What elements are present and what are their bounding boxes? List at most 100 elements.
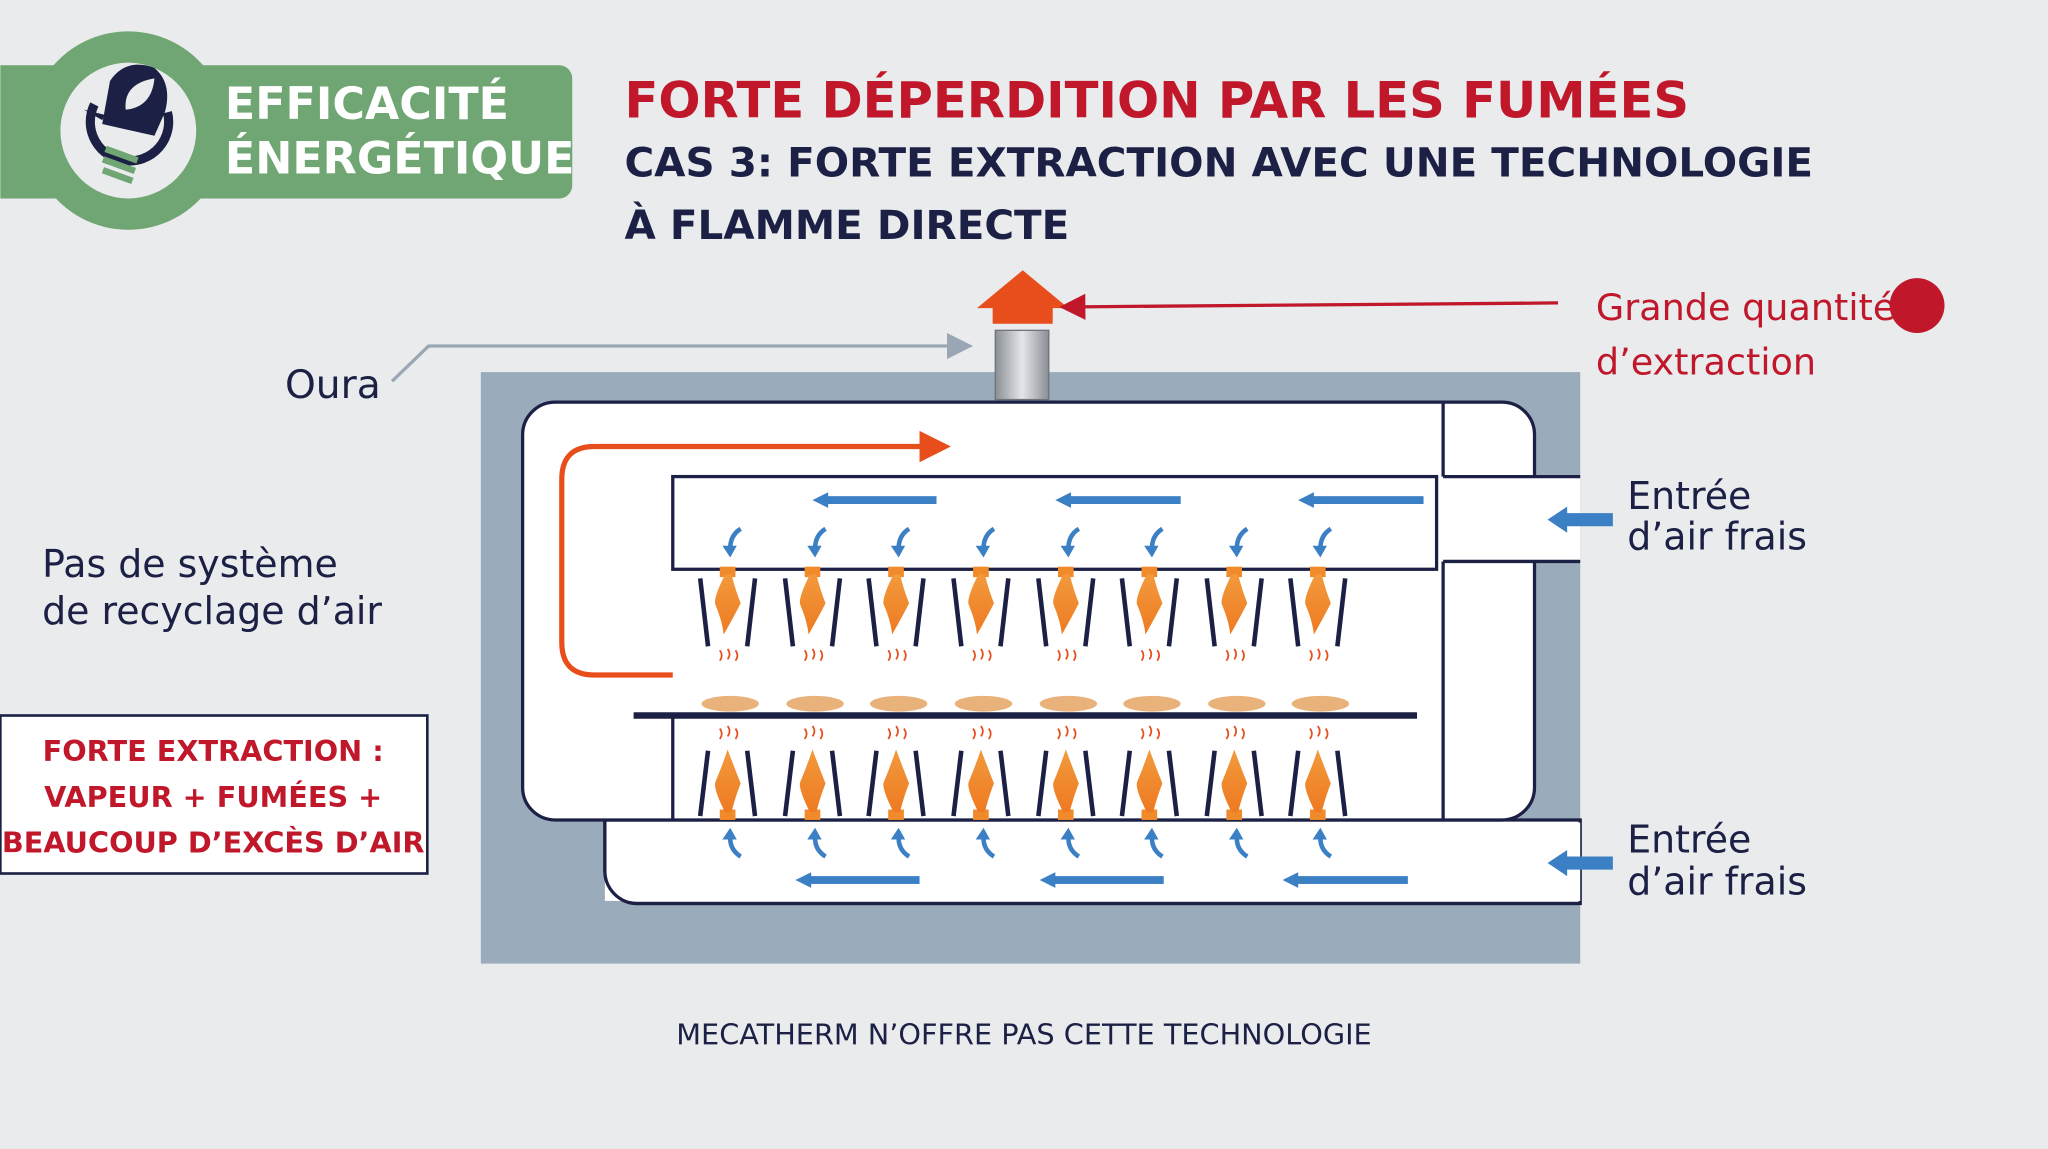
bread-product	[1123, 695, 1181, 712]
burner-nozzle	[1057, 566, 1074, 578]
burner-shield	[1335, 578, 1348, 647]
flame-icon	[968, 574, 994, 635]
burner-nozzle	[1309, 809, 1326, 820]
burner-shield	[1288, 578, 1301, 647]
page-subtitle-line1: CAS 3: FORTE EXTRACTION AVEC UNE TECHNOL…	[624, 138, 1813, 186]
warning-line3: BEAUCOUP D’EXCÈS D’AIR	[2, 826, 425, 860]
air-curve-arrow-icon	[1149, 838, 1164, 859]
flame-icon	[714, 574, 741, 635]
extraction-label-line1: Grande quantité	[1596, 286, 1895, 329]
burner-shield	[829, 750, 843, 817]
flame-icon	[1053, 749, 1079, 813]
air-curve-arrow-icon	[975, 827, 991, 840]
air-curve-arrow-icon	[1312, 827, 1327, 840]
bread-product	[954, 695, 1013, 712]
burner-nozzle	[1141, 566, 1158, 578]
air-curve-arrow-icon	[807, 545, 822, 558]
burner-nozzle	[804, 566, 821, 578]
burner-nozzle	[1226, 809, 1243, 820]
heat-wave-icon	[972, 648, 992, 662]
heat-wave-icon	[1140, 648, 1160, 662]
page-title: FORTE DÉPERDITION PAR LES FUMÉES	[624, 71, 1689, 130]
bread-product	[869, 695, 928, 712]
air-flow-arrow-head-icon	[1055, 492, 1072, 508]
air-curve-arrow-icon	[890, 827, 906, 840]
recycling-label-line1: Pas de système	[42, 542, 338, 586]
burner-nozzle	[719, 566, 736, 578]
bread-product	[701, 695, 759, 712]
air-curve-arrow-icon	[981, 838, 996, 859]
flame-icon	[968, 749, 994, 813]
air-curve-arrow-icon	[722, 827, 737, 840]
oura-pointer-line	[390, 332, 974, 383]
air-flow-arrow	[1295, 876, 1408, 884]
flame-icon	[1221, 749, 1248, 813]
heat-wave-icon	[887, 648, 907, 662]
air-curve-arrow-icon	[1234, 838, 1249, 859]
burner-shield	[782, 578, 796, 647]
heat-wave-icon	[803, 725, 824, 740]
lightbulb-leaf-icon	[83, 64, 174, 185]
air-curve-arrow-icon	[1144, 545, 1159, 558]
heat-wave-icon	[1140, 725, 1160, 740]
air-flow-arrow-head-icon	[795, 872, 812, 888]
flame-icon	[1136, 574, 1163, 635]
air-curve-arrow-icon	[807, 827, 822, 840]
burner-row	[697, 566, 1350, 820]
chimney	[994, 329, 1050, 401]
burner-shield	[782, 750, 796, 817]
burner-nozzle	[973, 566, 989, 578]
burner-nozzle	[1057, 809, 1074, 820]
air-inlet-top-line2: d’air frais	[1627, 515, 1807, 559]
burner-nozzle	[888, 566, 904, 578]
badge-line1: EFFICACITÉ	[225, 77, 509, 130]
air-curve-arrow-icon	[975, 545, 991, 558]
air-curve-arrow-icon	[1228, 827, 1244, 840]
burner-shield	[913, 750, 926, 817]
flame-icon	[799, 574, 826, 635]
burner-shield	[1119, 750, 1133, 817]
burner-shield	[866, 578, 879, 647]
upper-air-duct	[671, 474, 1439, 571]
recycling-label-line2: de recyclage d’air	[42, 589, 382, 633]
flame-icon	[1053, 574, 1079, 635]
burner-shield	[697, 578, 711, 647]
air-curve-arrow-icon	[896, 838, 911, 859]
burner-nozzle	[1226, 566, 1243, 578]
flame-icon	[1305, 574, 1331, 635]
air-flow-arrow	[808, 876, 920, 884]
burner-shield	[1251, 578, 1264, 647]
air-flow-arrow	[825, 496, 937, 504]
heat-wave-icon	[1225, 648, 1245, 662]
badge-line2: ÉNERGÉTIQUE	[225, 132, 575, 185]
air-curve-arrow-icon	[1312, 545, 1327, 558]
burner-shield	[1288, 750, 1301, 817]
burner-shield	[1204, 750, 1217, 817]
burner-nozzle	[888, 809, 904, 820]
air-curve-arrow-icon	[890, 545, 906, 558]
air-curve-arrow-icon	[1144, 827, 1159, 840]
burner-nozzle	[1141, 809, 1158, 820]
burner-nozzle	[973, 809, 989, 820]
flame-icon	[883, 574, 910, 635]
page-subtitle-line2: À FLAMME DIRECTE	[624, 201, 1069, 249]
air-flow-arrow-head-icon	[812, 492, 829, 508]
burner-shield	[744, 750, 758, 817]
oven-body	[520, 400, 1582, 906]
burner-shield	[1166, 750, 1180, 817]
air-inlet-bottom-line2: d’air frais	[1627, 859, 1807, 903]
burner-shield	[998, 750, 1011, 817]
air-flow-arrow	[1052, 876, 1164, 884]
air-inlet-bottom-line1: Entrée	[1627, 818, 1751, 862]
heat-wave-icon	[1309, 648, 1329, 662]
burner-shield	[1036, 578, 1049, 647]
burner-shield	[1083, 750, 1096, 817]
oura-label: Oura	[285, 363, 381, 408]
heat-wave-icon	[1057, 648, 1077, 662]
warning-box: FORTE EXTRACTION : VAPEUR + FUMÉES + BEA…	[0, 714, 429, 875]
flame-icon	[1221, 574, 1248, 635]
burner-shield	[829, 578, 843, 647]
air-flow-arrow-head-icon	[1039, 872, 1056, 888]
smoke-flow-arrow	[559, 430, 951, 678]
